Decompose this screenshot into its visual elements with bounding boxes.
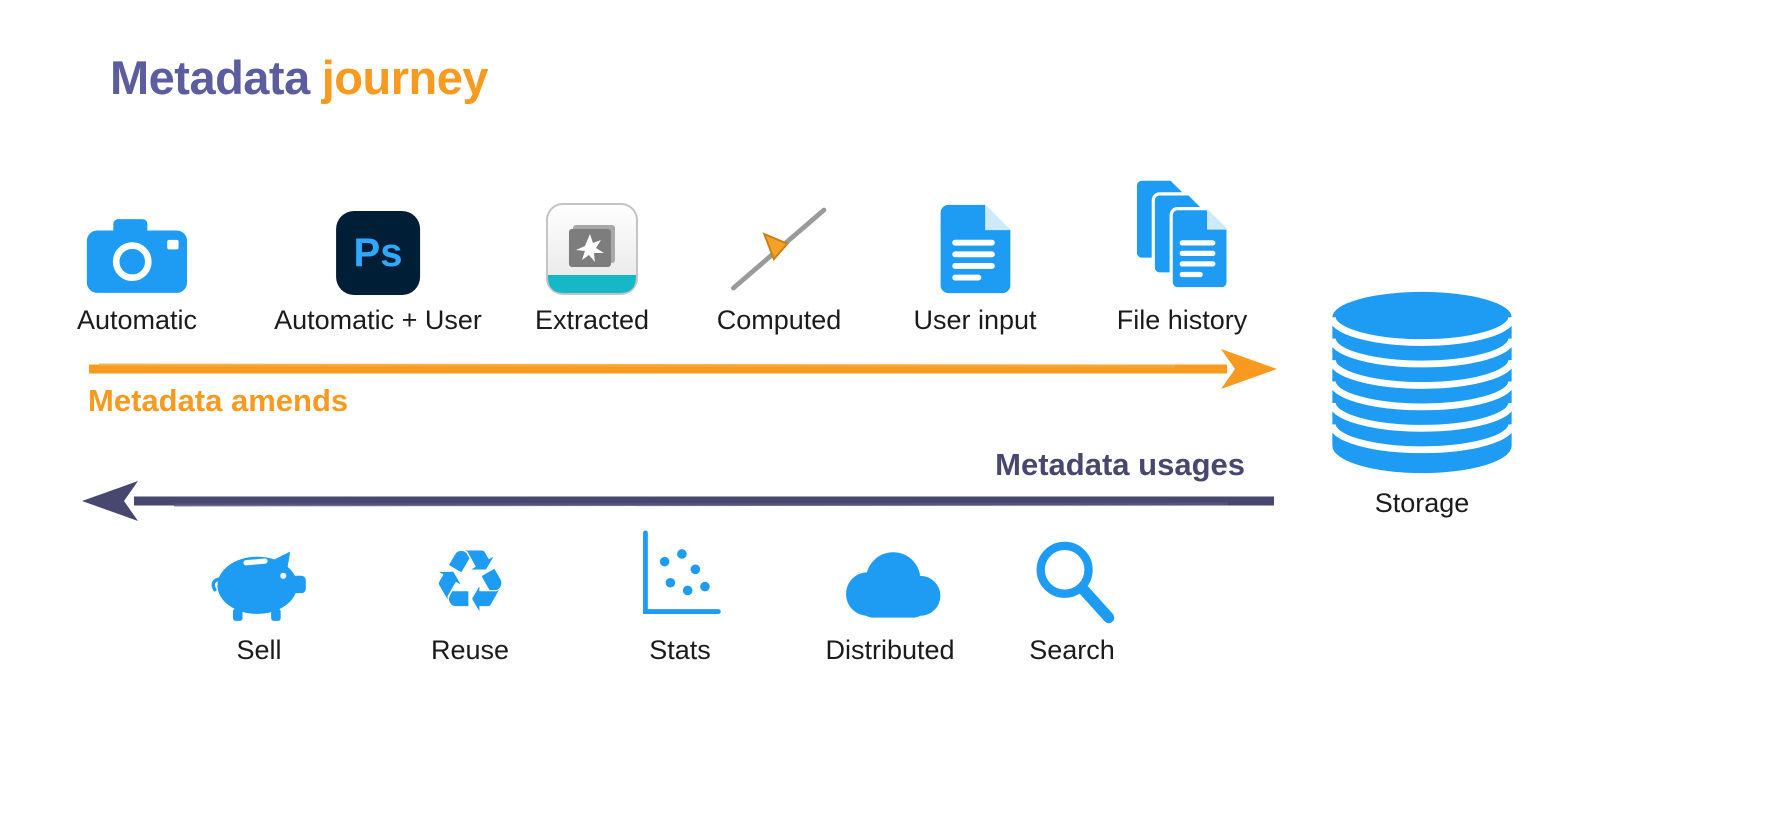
storage-label: Storage — [1374, 488, 1470, 518]
piggy-bank-icon — [207, 530, 311, 625]
usages-item-sell: Sell — [207, 530, 311, 666]
item-label: Automatic + User — [274, 305, 482, 335]
usages-arrow-label: Metadata usages — [995, 447, 1245, 482]
item-label: Extracted — [534, 305, 650, 335]
document-stack-icon — [1127, 160, 1237, 295]
scatter-plot-icon — [632, 530, 728, 625]
title-journey: journey — [321, 51, 489, 104]
usages-item-reuse: ♻ Reuse — [431, 530, 509, 666]
storage: Storage — [1324, 288, 1520, 519]
document-icon — [936, 160, 1014, 295]
camera-icon — [85, 160, 189, 295]
magnifying-glass-icon — [1026, 530, 1118, 625]
item-label: File history — [1116, 305, 1248, 335]
database-icon — [1324, 288, 1520, 478]
item-label: Distributed — [825, 635, 955, 665]
cloud-icon — [831, 530, 949, 625]
amends-item-computed: Computed — [716, 160, 842, 336]
amends-item-automatic-user: Ps Automatic + User — [274, 160, 482, 336]
recycle-glyph: ♻ — [431, 534, 509, 630]
image-extract-icon — [546, 160, 638, 295]
usages-arrow-left-icon — [78, 478, 1278, 529]
slider-icon — [726, 160, 832, 295]
item-label: Reuse — [430, 635, 510, 665]
item-label: Sell — [236, 635, 282, 665]
item-label: Search — [1029, 635, 1115, 665]
item-label: Computed — [716, 305, 842, 335]
amends-arrow-right-icon — [85, 346, 1280, 397]
amends-item-extracted: Extracted — [535, 160, 649, 336]
item-label: Stats — [649, 635, 711, 665]
usages-item-search: Search — [1026, 530, 1118, 666]
item-label: User input — [913, 305, 1037, 335]
usages-item-distributed: Distributed — [825, 530, 955, 666]
amends-item-file-history: File history — [1116, 160, 1248, 336]
recycle-icon: ♻ — [431, 530, 508, 625]
item-label: Automatic — [76, 305, 198, 335]
amends-item-user-input: User input — [913, 160, 1037, 336]
usages-item-stats: Stats — [632, 530, 728, 666]
photoshop-icon: Ps — [335, 160, 420, 295]
photoshop-icon-text: Ps — [353, 230, 403, 275]
amends-item-automatic: Automatic — [77, 160, 197, 336]
amends-arrow-label: Metadata amends — [88, 383, 349, 418]
title-metadata: Metadata — [110, 51, 310, 104]
